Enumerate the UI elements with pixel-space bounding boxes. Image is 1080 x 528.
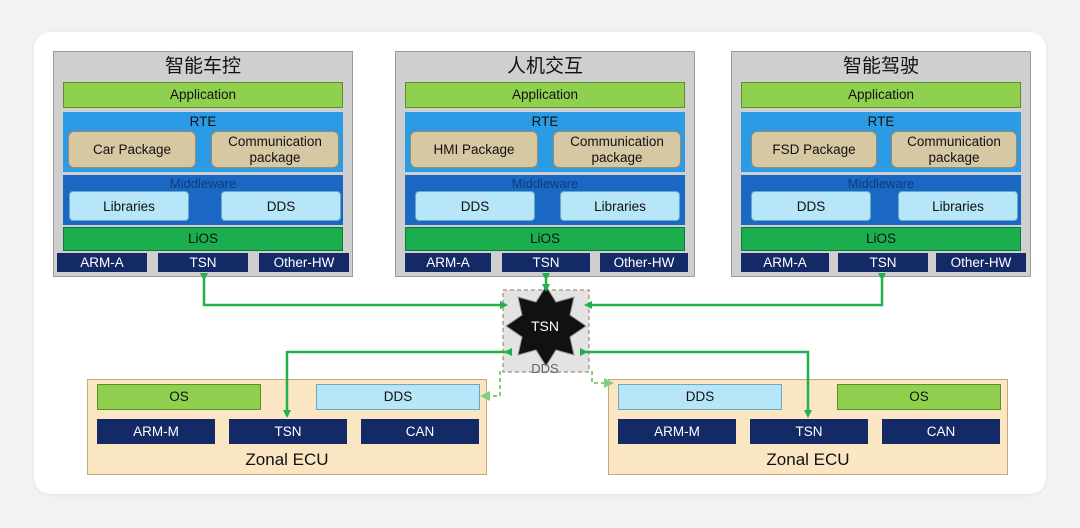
rte-label: RTE <box>867 114 895 129</box>
os-box: OS <box>97 384 261 410</box>
hardware-arm-a: ARM-A <box>57 253 147 272</box>
hardware-tsn: TSN <box>502 253 590 272</box>
lios-layer: LiOS <box>63 227 343 251</box>
middleware-label: Middleware <box>169 176 237 191</box>
link-vehicle-control-tsn <box>200 273 508 309</box>
domain-controller-hmi: 人机交互 Application RTE HMI Package Communi… <box>395 51 695 277</box>
hardware-other: Other-HW <box>259 253 349 272</box>
stack-title: 智能驾驶 <box>842 55 919 77</box>
middleware-label: Middleware <box>847 176 915 191</box>
stack-title: 人机交互 <box>506 55 583 77</box>
hardware-can: CAN <box>882 419 1000 444</box>
middleware-item: DDS <box>221 191 341 221</box>
hub-tsn-label: TSN <box>531 318 559 334</box>
hardware-tsn: TSN <box>229 419 347 444</box>
middleware-layer: Middleware DDS Libraries <box>405 175 685 225</box>
hardware-arm-a: ARM-A <box>405 253 491 272</box>
domain-controller-vehicle-control: 智能车控 Application RTE Car Package Communi… <box>53 51 353 277</box>
rte-layer: RTE Car Package Communication package <box>63 112 343 172</box>
hub-dds-label: DDS <box>531 361 559 376</box>
package-box: FSD Package <box>751 131 877 168</box>
hardware-tsn: TSN <box>750 419 868 444</box>
middleware-item: Libraries <box>560 191 680 221</box>
application-layer: Application <box>63 82 343 108</box>
link-zonal-left-tsn <box>283 348 512 418</box>
hardware-arm-m: ARM-M <box>618 419 736 444</box>
os-box: OS <box>837 384 1001 410</box>
middleware-label: Middleware <box>511 176 579 191</box>
hardware-can: CAN <box>361 419 479 444</box>
application-layer: Application <box>405 82 685 108</box>
communication-package-box: Communication package <box>891 131 1017 168</box>
rte-label: RTE <box>189 114 217 129</box>
rte-layer: RTE FSD Package Communication package <box>741 112 1021 172</box>
dds-link-left-arrow <box>480 391 490 401</box>
hardware-other: Other-HW <box>936 253 1026 272</box>
middleware-item: DDS <box>415 191 535 221</box>
domain-controller-autonomous-driving: 智能驾驶 Application RTE FSD Package Communi… <box>731 51 1031 277</box>
tsn-hub-star <box>505 285 587 367</box>
hardware-arm-a: ARM-A <box>741 253 829 272</box>
dds-link-left <box>488 371 501 397</box>
lios-layer: LiOS <box>741 227 1021 251</box>
hardware-other: Other-HW <box>600 253 688 272</box>
middleware-layer: Middleware DDS Libraries <box>741 175 1021 225</box>
middleware-item: Libraries <box>898 191 1018 221</box>
lios-layer: LiOS <box>405 227 685 251</box>
dds-link-right <box>591 371 606 384</box>
package-box: HMI Package <box>410 131 538 168</box>
communication-package-box: Communication package <box>553 131 681 168</box>
stack-title: 智能车控 <box>164 55 241 77</box>
communication-package-box: Communication package <box>211 131 339 168</box>
hardware-tsn: TSN <box>838 253 928 272</box>
zonal-ecu-title: Zonal ECU <box>245 450 329 469</box>
middleware-item: DDS <box>751 191 871 221</box>
hardware-arm-m: ARM-M <box>97 419 215 444</box>
link-zonal-right-tsn <box>580 348 812 418</box>
middleware-layer: Middleware Libraries DDS <box>63 175 343 225</box>
zonal-ecu-title: Zonal ECU <box>766 450 850 469</box>
hardware-tsn: TSN <box>158 253 248 272</box>
package-box: Car Package <box>68 131 196 168</box>
rte-label: RTE <box>531 114 559 129</box>
rte-layer: RTE HMI Package Communication package <box>405 112 685 172</box>
middleware-item: Libraries <box>69 191 189 221</box>
application-layer: Application <box>741 82 1021 108</box>
link-autonomous-driving-tsn <box>584 273 886 309</box>
dds-link-right-arrow <box>604 378 614 388</box>
